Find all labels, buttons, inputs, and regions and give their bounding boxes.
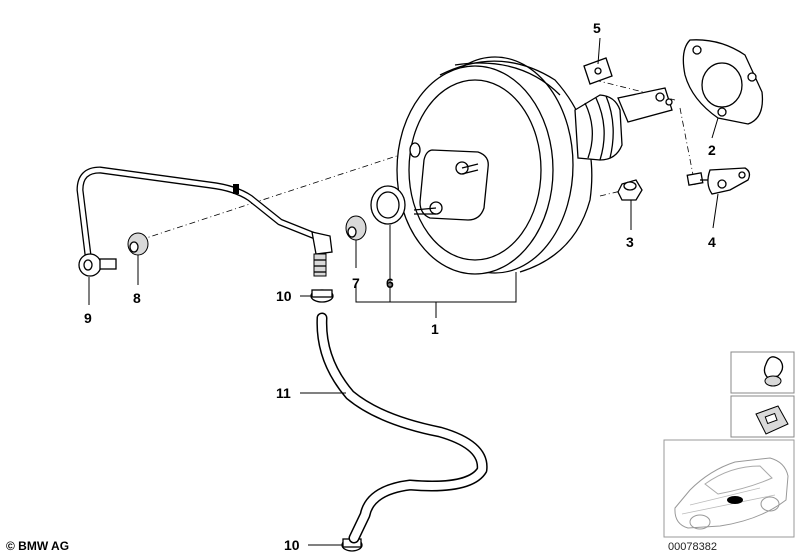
callout-2: 2 <box>708 142 716 158</box>
grommet-icon <box>345 215 367 241</box>
callout-4: 4 <box>708 234 716 250</box>
callout-6: 6 <box>386 275 394 291</box>
callout-9: 9 <box>84 310 92 326</box>
o-ring-icon <box>370 185 406 225</box>
callout-1: 1 <box>431 321 439 337</box>
copyright-text: © BMW AG <box>6 539 70 553</box>
callout-10-upper: 10 <box>276 288 292 304</box>
hose-clamp-icon <box>310 289 334 303</box>
grommet-small-icon <box>127 232 149 256</box>
callout-5: 5 <box>593 20 601 36</box>
vacuum-line-icon <box>76 166 333 277</box>
image-id-text: 00078382 <box>668 541 717 553</box>
callout-3: 3 <box>626 234 634 250</box>
callout-11: 11 <box>276 385 291 401</box>
callout-8: 8 <box>133 290 141 306</box>
accessory-box-13 <box>730 351 795 394</box>
nut-icon <box>617 179 643 201</box>
gasket-plate-icon <box>682 39 764 125</box>
bolt-bracket-icon <box>686 167 751 195</box>
callout-10-lower: 10 <box>284 537 300 553</box>
brake-booster-icon <box>396 56 673 275</box>
leader-lines <box>88 37 719 546</box>
accessory-box-12 <box>730 395 795 438</box>
vacuum-hose-icon <box>316 312 488 544</box>
callout-7: 7 <box>352 275 360 291</box>
car-thumbnail-icon <box>663 439 795 538</box>
